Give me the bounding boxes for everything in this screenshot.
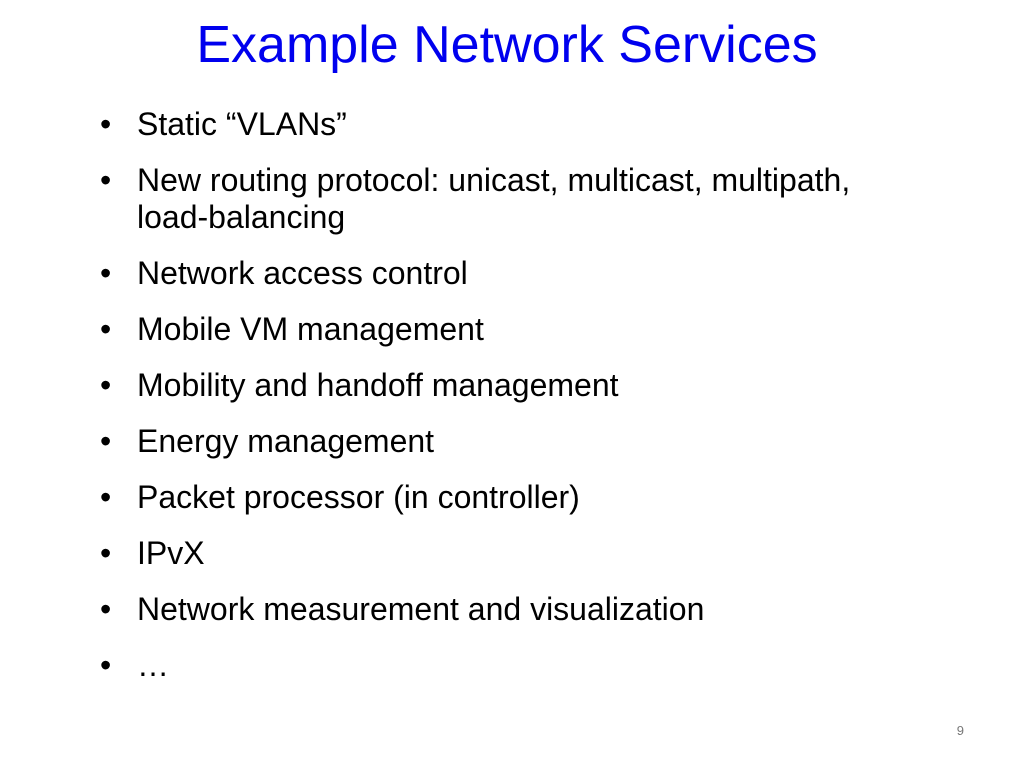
list-item: • Mobility and handoff management bbox=[100, 367, 980, 404]
list-item: • New routing protocol: unicast, multica… bbox=[100, 162, 980, 236]
bullet-text: … bbox=[137, 647, 169, 683]
bullet-text: Static “VLANs” bbox=[137, 106, 347, 142]
bullet-icon: • bbox=[100, 311, 112, 347]
slide-title: Example Network Services bbox=[196, 16, 818, 74]
bullet-text: Mobile VM management bbox=[137, 311, 484, 347]
bullet-icon: • bbox=[100, 423, 112, 459]
bullet-icon: • bbox=[100, 535, 112, 571]
list-item: • IPvX bbox=[100, 535, 980, 572]
bullet-icon: • bbox=[100, 479, 112, 515]
bullet-text: New routing protocol: unicast, multicast… bbox=[137, 162, 851, 235]
list-item: • Mobile VM management bbox=[100, 311, 980, 348]
bullet-text: Mobility and handoff management bbox=[137, 367, 619, 403]
list-item: • Energy management bbox=[100, 423, 980, 460]
bullet-text: Network access control bbox=[137, 255, 468, 291]
bullet-text: Energy management bbox=[137, 423, 435, 459]
list-item: • … bbox=[100, 647, 980, 684]
bullet-text: Network measurement and visualization bbox=[137, 591, 705, 627]
bullet-text: IPvX bbox=[137, 535, 205, 571]
bullet-icon: • bbox=[100, 162, 112, 198]
list-item: • Static “VLANs” bbox=[100, 106, 980, 143]
bullet-icon: • bbox=[100, 255, 112, 291]
bullet-icon: • bbox=[100, 106, 112, 142]
bullet-list: • Static “VLANs” • New routing protocol:… bbox=[100, 106, 980, 703]
list-item: • Packet processor (in controller) bbox=[100, 479, 980, 516]
bullet-icon: • bbox=[100, 367, 112, 403]
bullet-text: Packet processor (in controller) bbox=[137, 479, 580, 515]
page-number: 9 bbox=[956, 723, 964, 738]
list-item: • Network measurement and visualization bbox=[100, 591, 980, 628]
bullet-icon: • bbox=[100, 591, 112, 627]
list-item: • Network access control bbox=[100, 255, 980, 292]
bullet-icon: • bbox=[100, 647, 112, 683]
